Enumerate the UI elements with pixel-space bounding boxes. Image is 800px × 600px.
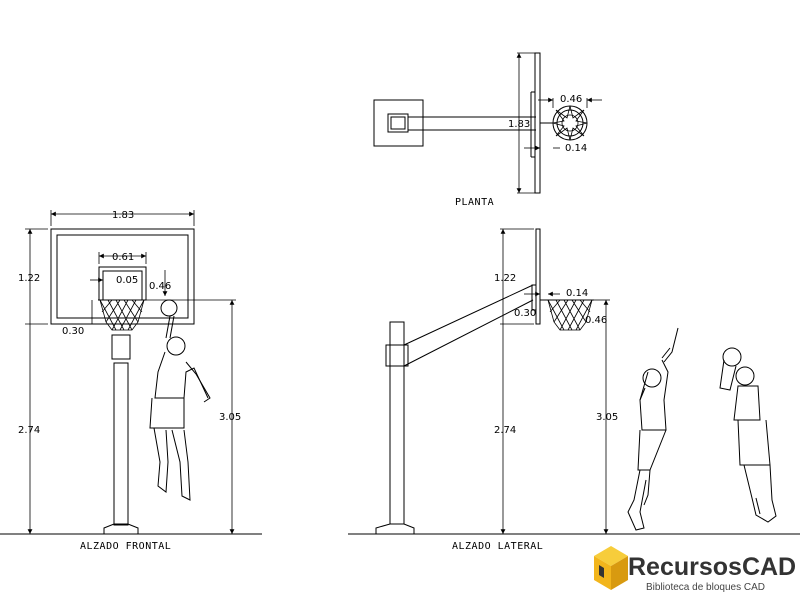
front-bracket [111, 334, 131, 360]
side-elevation: 1.22 2.74 0.30 0.14 0.46 3.05 [348, 228, 800, 552]
front-dim-box-inner: 0.05 [116, 275, 138, 286]
side-pole [389, 321, 405, 525]
logo-subtitle: Biblioteca de bloques CAD [646, 582, 765, 593]
front-dim-rim-h: 3.05 [219, 412, 241, 423]
side-dim-pole-h: 2.74 [494, 425, 516, 436]
recursoscad-logo[interactable]: RecursosCAD Biblioteca de bloques CAD [594, 546, 796, 593]
side-caption: ALZADO LATERAL [452, 541, 543, 552]
front-player-figure [149, 299, 211, 501]
side-player-figure-2 [719, 347, 777, 523]
front-pole [113, 362, 129, 526]
logo-brand: RecursosCAD [628, 553, 796, 581]
front-dim-board-w: 1.83 [112, 210, 134, 221]
front-dim-rim-off: 0.30 [62, 326, 84, 337]
side-board [535, 228, 541, 325]
front-backboard [50, 228, 195, 325]
plan-net-star [552, 105, 588, 141]
plan-dim-offset: 0.14 [565, 143, 587, 154]
front-dim-net: 0.46 [149, 281, 171, 292]
side-dim-rim-off: 0.30 [514, 308, 536, 319]
plan-board [534, 52, 541, 194]
side-arm [403, 284, 534, 367]
plan-base-inner [387, 113, 409, 133]
plan-caption: PLANTA [455, 197, 494, 208]
plan-view: 1.83 0.46 0.14 PLANTA [373, 52, 602, 208]
front-base [103, 523, 139, 534]
plan-base-outer [373, 99, 424, 147]
side-player-figure-1 [627, 327, 679, 531]
cube-logo-icon [594, 546, 628, 590]
front-dim-board-h: 1.22 [18, 273, 40, 284]
side-dim-rim-h: 3.05 [596, 412, 618, 423]
side-dim-net: 0.46 [585, 315, 607, 326]
side-dim-board-h: 1.22 [494, 273, 516, 284]
side-dim-offset: 0.14 [566, 288, 588, 299]
front-dim-pole-h: 2.74 [18, 425, 40, 436]
side-base [375, 523, 415, 534]
plan-dim-width: 1.83 [508, 119, 530, 130]
front-dim-box-w: 0.61 [112, 252, 134, 263]
front-elevation: 1.83 0.61 0.05 0.46 1.22 2.74 0.30 3.05 [0, 210, 262, 552]
plan-dim-ring: 0.46 [560, 94, 582, 105]
front-caption: ALZADO FRONTAL [80, 541, 171, 552]
